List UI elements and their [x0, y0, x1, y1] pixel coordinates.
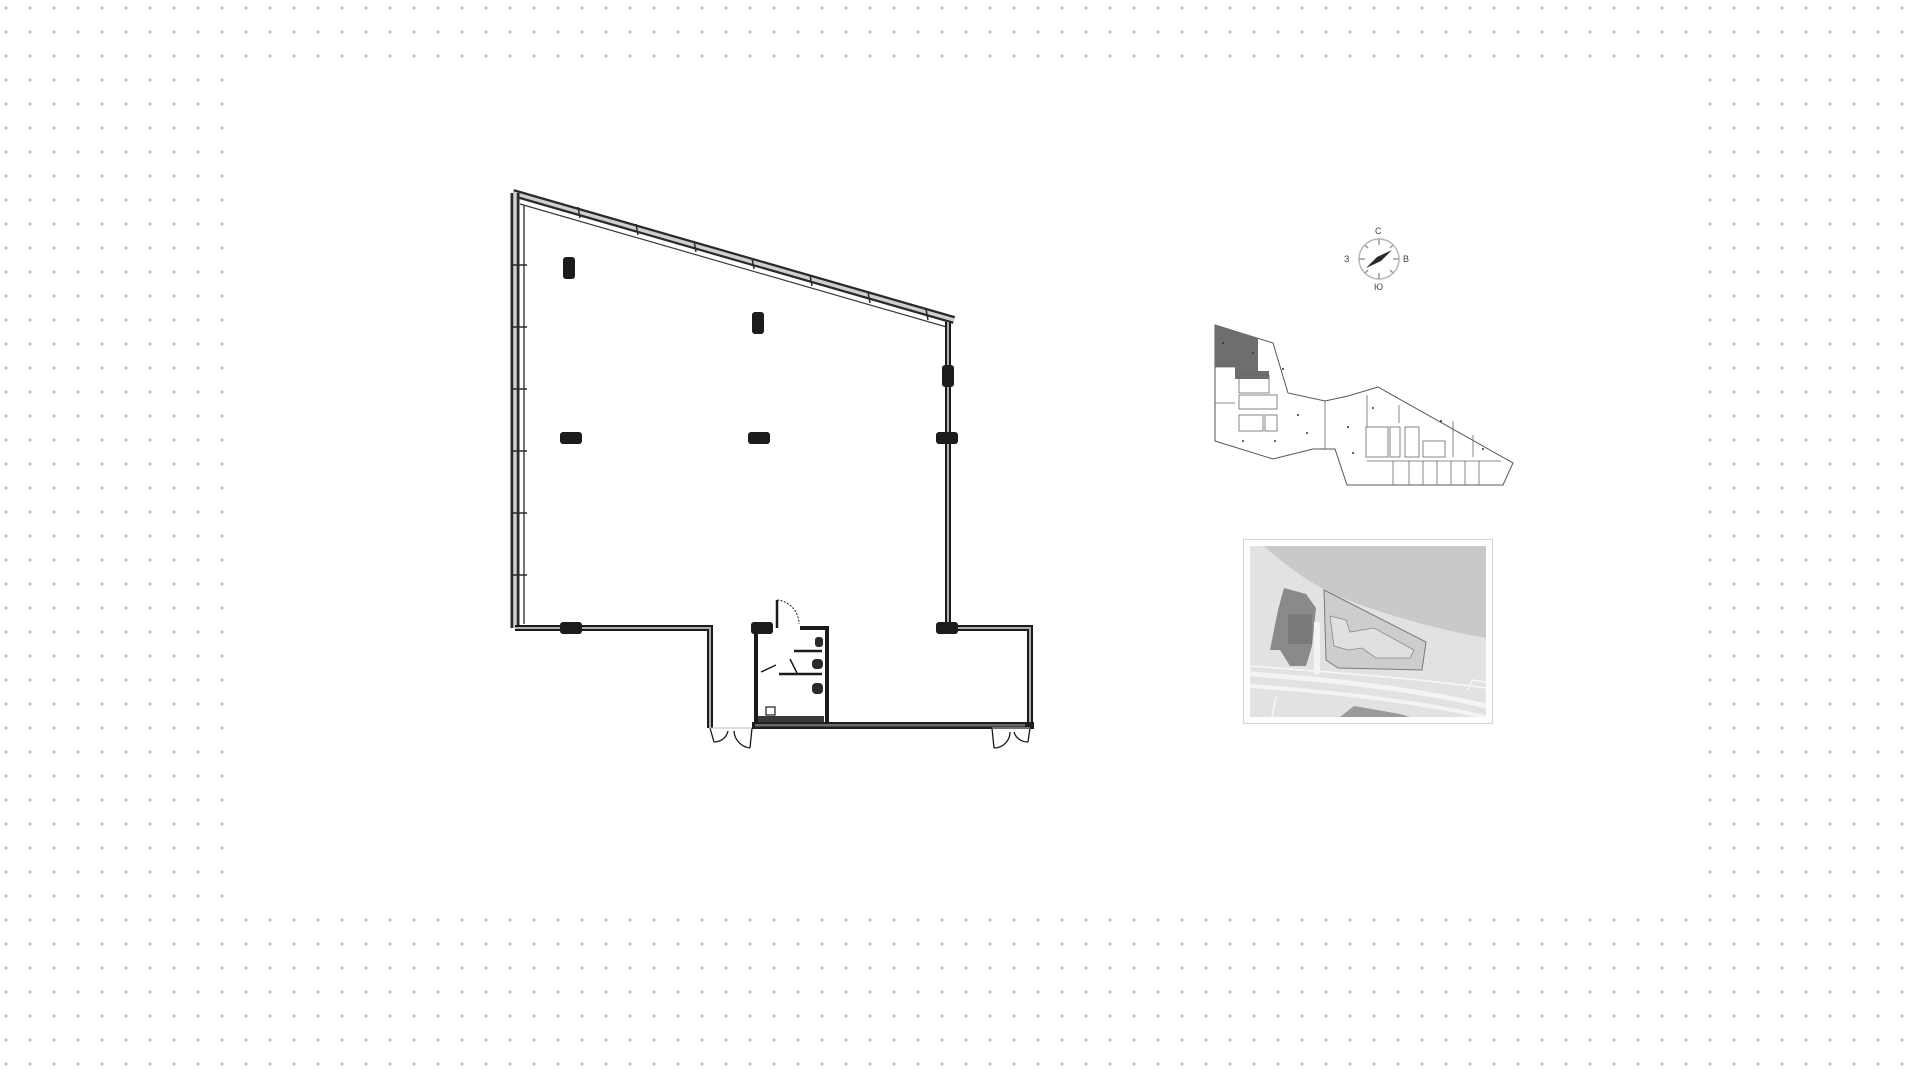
- site-map-frame: [1243, 539, 1493, 724]
- column: [752, 312, 764, 334]
- compass: С В Ю З: [1340, 224, 1420, 294]
- compass-south-label: Ю: [1374, 282, 1384, 292]
- highlighted-unit: [1215, 325, 1269, 379]
- column: [936, 432, 958, 444]
- site-map: [1250, 546, 1486, 717]
- column: [560, 432, 582, 444]
- entrance-door-right: [991, 727, 1031, 749]
- restroom-block: [751, 599, 829, 724]
- compass-north-label: С: [1375, 226, 1382, 236]
- storefront-band: [752, 722, 1034, 729]
- column: [748, 432, 770, 444]
- entrance-door-left: [709, 727, 753, 749]
- toilet: [812, 659, 823, 669]
- column: [560, 622, 582, 634]
- toilet: [812, 683, 823, 694]
- exterior-walls: [510, 189, 1033, 728]
- sink: [815, 637, 823, 647]
- key-plan: [1214, 324, 1514, 486]
- compass-east-label: В: [1403, 254, 1410, 264]
- compass-rose-icon: [1358, 238, 1400, 280]
- road: [1250, 684, 1486, 717]
- column: [942, 365, 954, 387]
- compass-west-label: З: [1344, 254, 1350, 264]
- column: [936, 622, 958, 634]
- road: [1250, 671, 1486, 709]
- column: [563, 257, 575, 279]
- water-area: [1264, 546, 1486, 638]
